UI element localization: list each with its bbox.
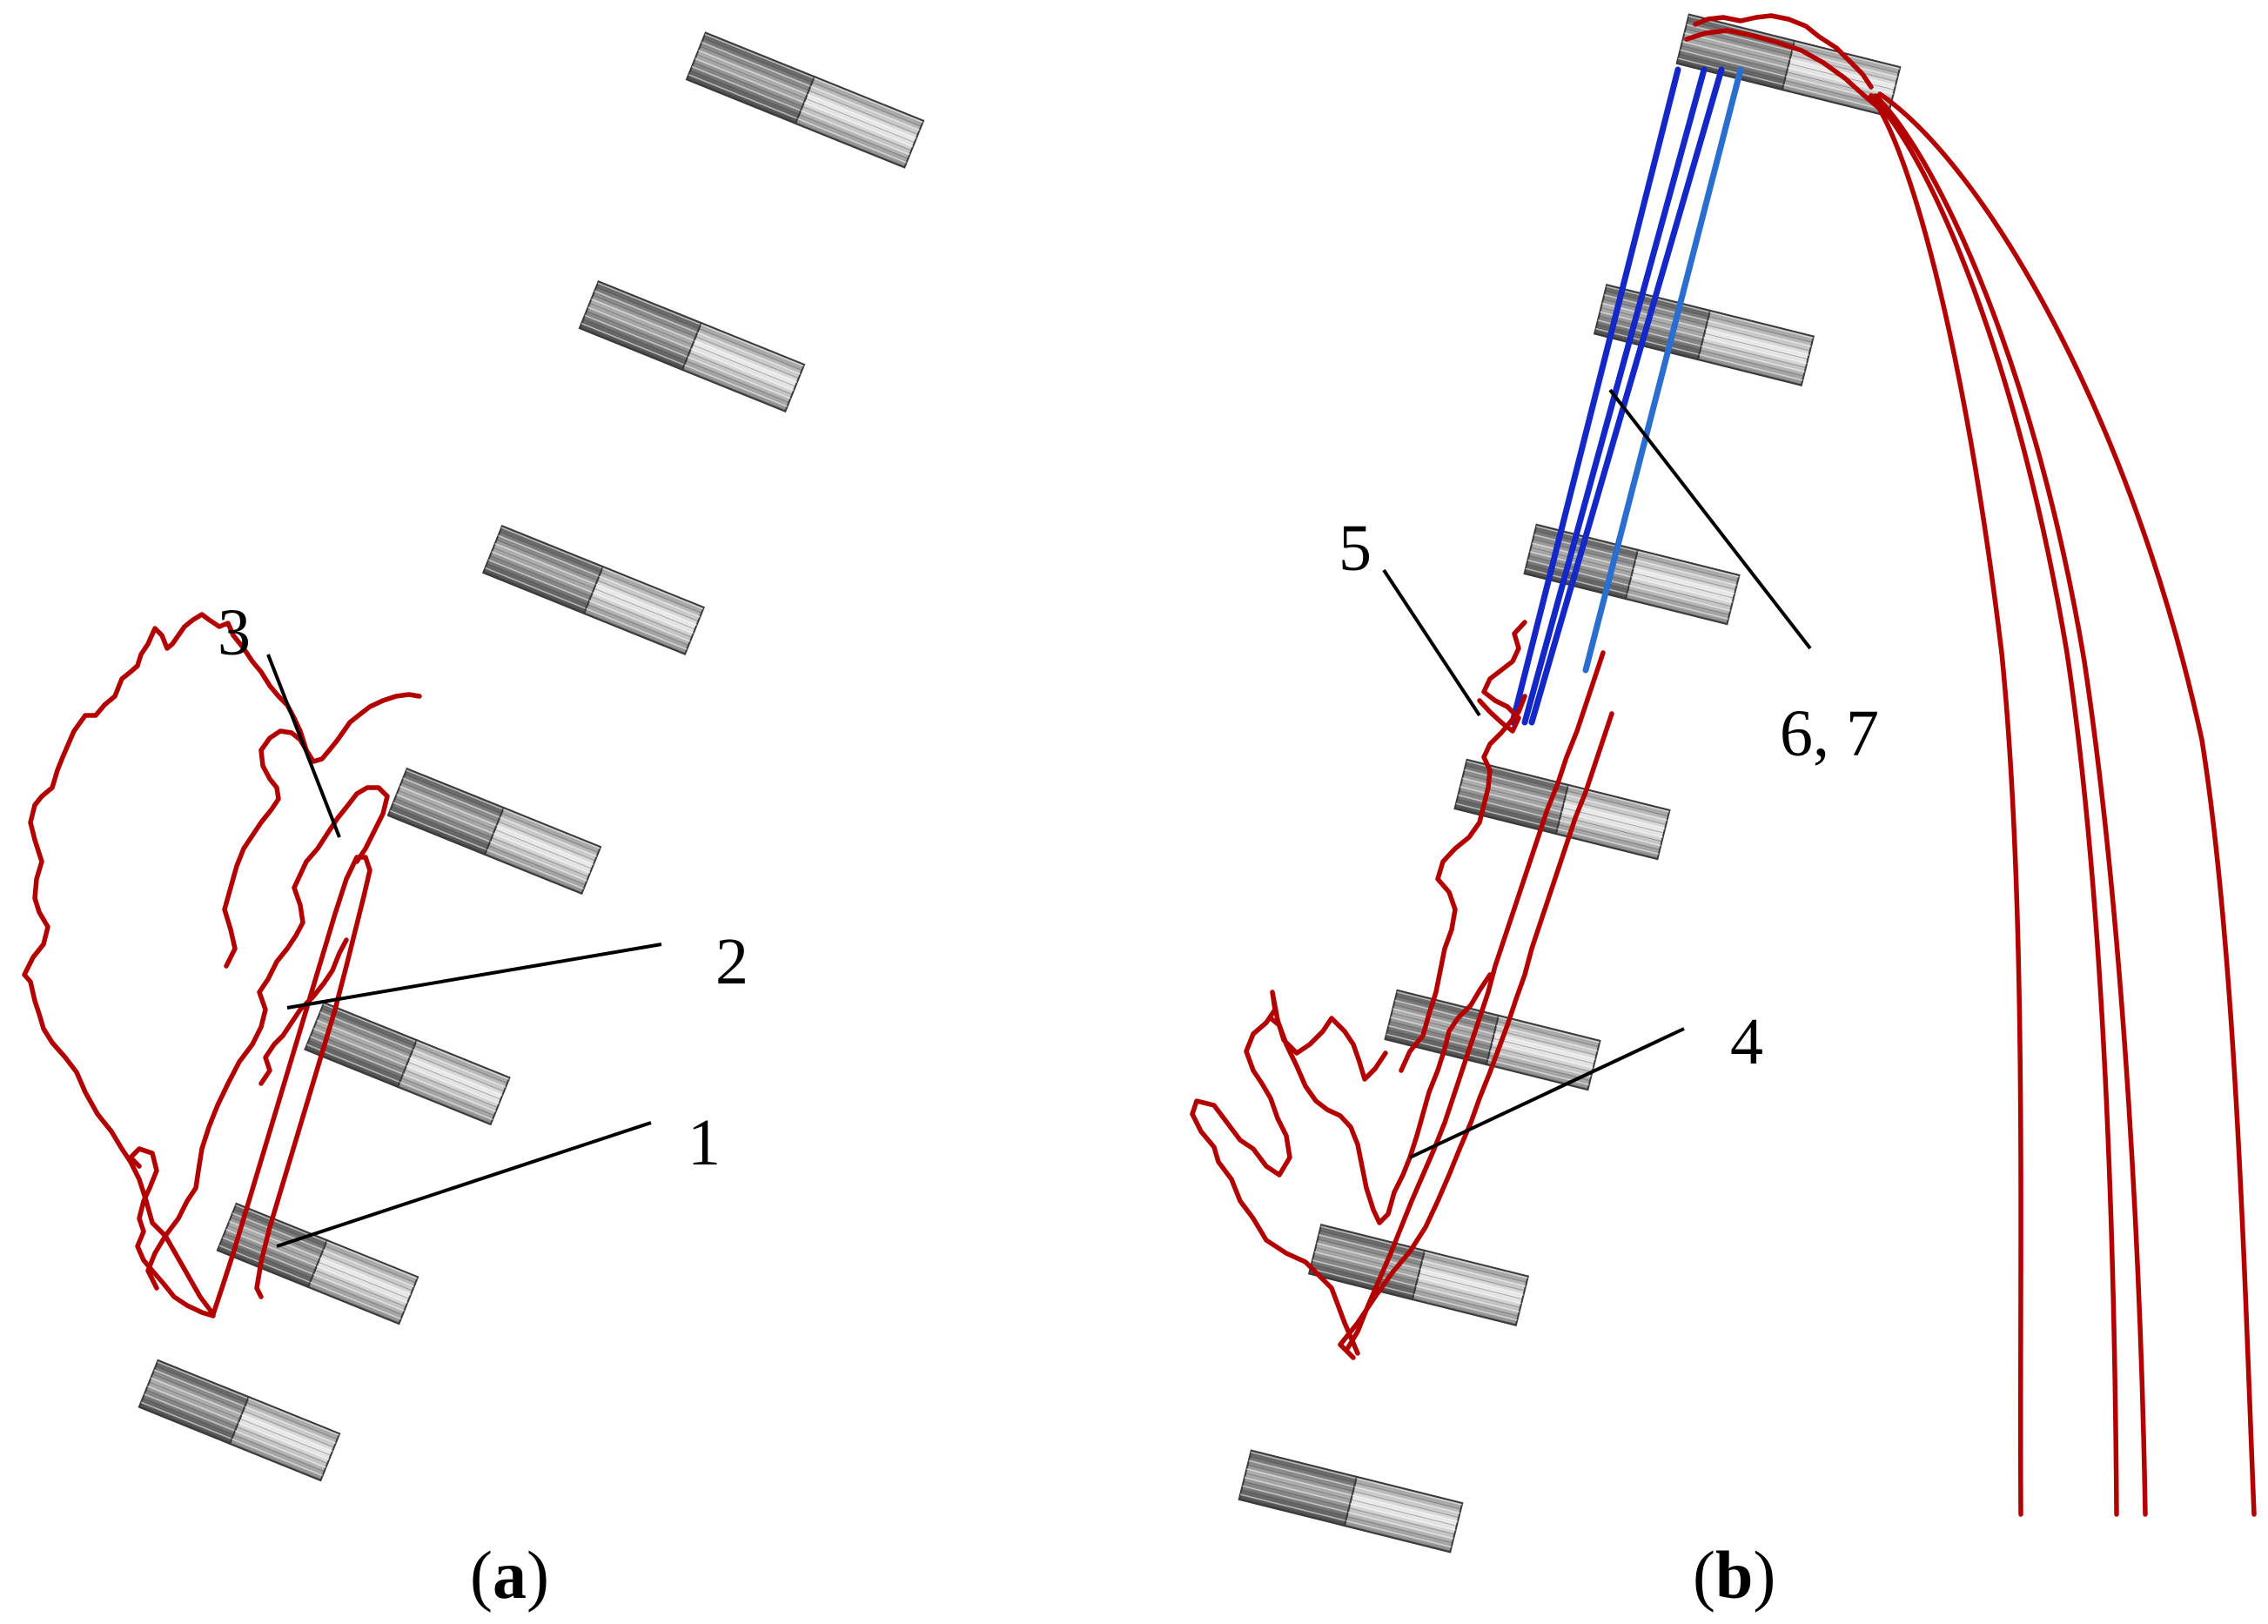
leader-line-5: [1382, 568, 1481, 717]
structural-member-a-7: [138, 1359, 341, 1482]
leader-line-6-7: [1608, 388, 1812, 650]
trajectory-path-b-left-2: [1268, 972, 1493, 1225]
trajectory-path-b-loop: [1477, 620, 1527, 734]
structural-member-a-4: [386, 767, 602, 896]
structural-member-a-1: [685, 31, 925, 169]
structural-member-a-7-rib-texture: [138, 1359, 249, 1444]
structural-member-a-3: [481, 524, 706, 656]
structural-member-a-2-rib-texture: [579, 281, 701, 370]
label-4: 4: [1730, 1005, 1763, 1078]
leader-line-2: [286, 943, 662, 1010]
structural-member-a-6-rib-texture: [308, 1240, 419, 1325]
panel-a-members: [138, 31, 925, 1482]
trajectory-path-a-5: [128, 1146, 216, 1319]
structural-member-a-7-rib-texture: [230, 1397, 340, 1481]
trajectory-path-a-4: [222, 692, 422, 969]
structural-member-b-2-rib-texture: [1697, 310, 1814, 386]
structural-member-a-3-rib-texture: [584, 567, 704, 654]
trajectory-path-b-fall-2: [1869, 93, 2119, 1517]
trajectory-path-a-3: [145, 785, 390, 1291]
label-5: 5: [1339, 512, 1372, 585]
label-6-7: 6, 7: [1780, 697, 1879, 770]
structural-member-b-5-rib-texture: [1486, 1015, 1600, 1090]
label-3: 3: [218, 596, 251, 669]
ladder-rail-4: [1582, 66, 1744, 674]
structural-member-a-2: [578, 280, 806, 413]
caption-a-close: ): [527, 1537, 549, 1613]
trajectory-path-a-1: [22, 612, 309, 1317]
panel-b: 4 5 6, 7 (b): [1190, 13, 2257, 1613]
structural-member-b-7: [1238, 1449, 1464, 1554]
caption-a-open: (: [470, 1537, 493, 1613]
structural-member-a-1-rib-texture: [686, 32, 815, 124]
structural-member-a-5-rib-texture: [398, 1040, 510, 1124]
leader-line-1: [276, 1121, 652, 1248]
structural-member-a-6-rib-texture: [217, 1203, 327, 1287]
panel-b-ladder-rails: [1509, 66, 1744, 726]
structural-member-b-4-rib-texture: [1555, 784, 1670, 860]
panel-a-trajectory: [22, 612, 422, 1319]
structural-member-a-4-rib-texture: [387, 768, 504, 855]
label-2: 2: [715, 925, 748, 998]
panel-b-trajectory: [1190, 13, 2257, 1517]
caption-b-open: (: [1693, 1537, 1715, 1613]
structural-member-a-5: [304, 1001, 511, 1126]
panel-b-members: [1238, 13, 1902, 1554]
caption-a-letter: a: [493, 1537, 527, 1613]
caption-b: (b): [1693, 1537, 1775, 1613]
structural-member-b-7-rib-texture: [1238, 1450, 1358, 1527]
label-1: 1: [688, 1106, 721, 1179]
structural-member-b-2: [1593, 284, 1815, 386]
structural-member-a-6: [216, 1202, 419, 1325]
trajectory-path-a-2: [211, 855, 372, 1317]
structural-member-b-3-rib-texture: [1625, 549, 1740, 625]
caption-a: (a): [470, 1537, 549, 1613]
structural-member-a-3-rib-texture: [483, 526, 603, 614]
structural-member-b-7-rib-texture: [1344, 1476, 1463, 1553]
leader-line-3: [266, 654, 341, 838]
trajectory-path-b-top-loop: [1693, 13, 1874, 90]
structural-member-a-4-rib-texture: [485, 808, 601, 894]
structural-member-b-6-rib-texture: [1412, 1250, 1528, 1325]
structural-member-a-1-rib-texture: [795, 77, 924, 168]
trajectory-path-b-left-1: [1190, 990, 1388, 1356]
structural-member-b-6: [1307, 1224, 1530, 1326]
trajectory-path-b-main: [1345, 650, 1606, 1352]
trajectory-path-b-main-2: [1338, 711, 1614, 1360]
trajectory-path-b-fall-1: [1869, 93, 2023, 1517]
structural-member-a-5-rib-texture: [305, 1003, 417, 1087]
caption-b-letter: b: [1715, 1537, 1753, 1613]
ladder-rail-1: [1509, 66, 1681, 726]
panel-a: 1 2 3 (a): [22, 31, 925, 1613]
trajectory-path-b-left-3: [1399, 694, 1527, 1073]
ladder-rail-3: [1528, 66, 1725, 726]
trajectory-path-a-6: [258, 937, 349, 1086]
trajectory-path-b-fall-3: [1873, 93, 2148, 1517]
leader-line-4: [1409, 1027, 1685, 1159]
caption-b-close: ): [1753, 1537, 1775, 1613]
trajectory-path-b-fall-4: [1877, 91, 2257, 1517]
trajectory-path-b-top-2: [1684, 28, 1882, 111]
structural-member-a-2-rib-texture: [682, 323, 805, 412]
